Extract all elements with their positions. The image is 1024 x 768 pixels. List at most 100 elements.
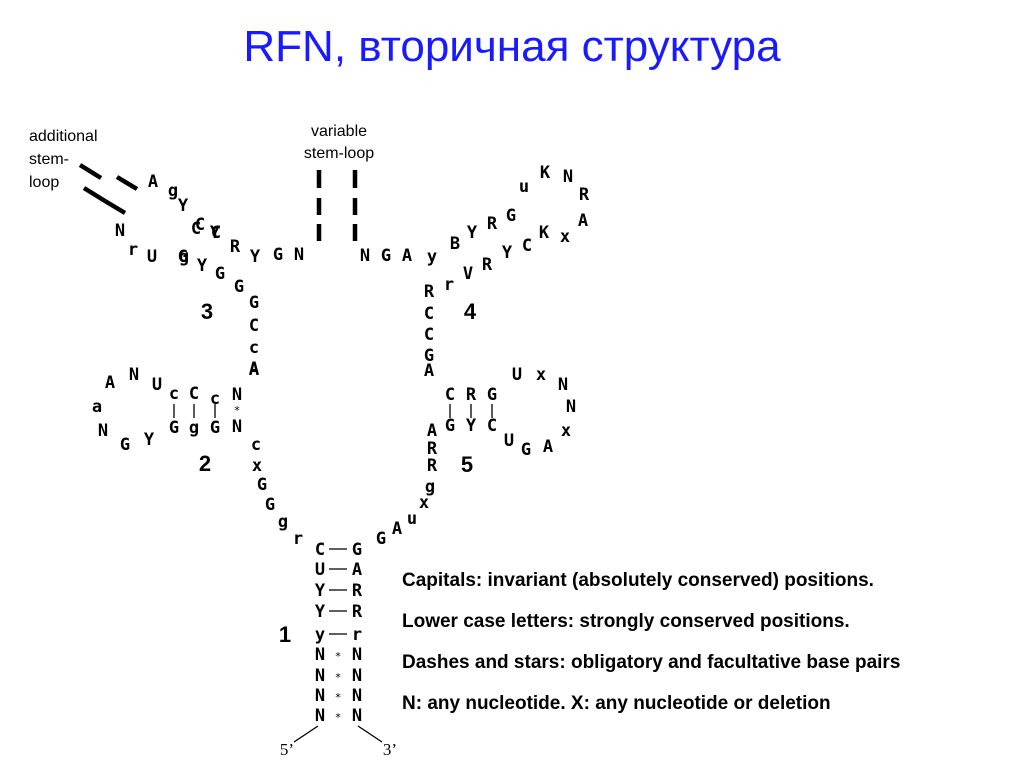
nucleotide: U (512, 365, 522, 385)
nucleotide: N (315, 686, 325, 706)
stem2-pair-star: * (234, 404, 241, 417)
nucleotide: c (249, 338, 259, 358)
nucleotide: Y (315, 581, 326, 601)
nucleotide: A (249, 360, 259, 380)
nucleotide: A (105, 373, 115, 393)
nucleotide: g (168, 181, 178, 201)
nucleotide: R (352, 581, 363, 601)
nucleotide: G (234, 277, 244, 297)
nucleotide: C (191, 219, 201, 239)
nucleotide: g (179, 247, 189, 267)
nucleotide: G (381, 246, 391, 266)
nucleotide: C (487, 416, 497, 436)
nucleotide: r (128, 240, 138, 260)
nucleotide: N (563, 167, 573, 187)
annotation-additional-stem-loop: additional stem- loop (29, 128, 98, 191)
nucleotide: G (487, 385, 497, 405)
nucleotide: K (539, 223, 550, 243)
nucleotide: G (178, 247, 188, 267)
nucleotide: N (352, 645, 362, 665)
svg-text:loop: loop (29, 174, 59, 191)
nucleotide: C (424, 304, 434, 324)
three-prime-end: 3’ (383, 740, 397, 759)
stem-number-1: 1 (279, 622, 291, 647)
stem-number-4: 4 (464, 299, 477, 324)
svg-text:*: * (335, 671, 342, 684)
stem2-pair-dashes (173, 404, 216, 418)
nucleotide: R (352, 602, 363, 622)
strand-ends (293, 725, 383, 743)
legend: Capitals: invariant (absolutely conserve… (402, 568, 900, 732)
annotation-variable-stem-loop: variable stem-loop (304, 123, 374, 162)
five-prime-end: 5’ (280, 740, 294, 759)
legend-line: Dashes and stars: obligatory and faculta… (402, 652, 901, 673)
nucleotide: C (424, 325, 434, 345)
page-title: RFN, вторичная структура (243, 22, 781, 71)
nucleotide: C (211, 223, 221, 243)
nucleotide: x (560, 227, 570, 247)
nucleotide: Y (466, 416, 477, 436)
stem-number-3: 3 (201, 299, 213, 324)
nucleotide: R (230, 237, 241, 257)
nucleotide: x (536, 365, 546, 385)
nucleotide: N (129, 365, 139, 385)
nucleotide: x (561, 421, 571, 441)
svg-text:stem-: stem- (29, 151, 69, 168)
nucleotide: N (315, 645, 325, 665)
nucleotide: N (115, 221, 125, 241)
nucleotide: r (444, 275, 454, 295)
nucleotide: N (98, 421, 108, 441)
svg-text:stem-loop: stem-loop (304, 145, 374, 162)
nucleotide: G (169, 418, 179, 438)
stem5-pair-dashes (449, 404, 493, 418)
nucleotide: G (352, 540, 362, 560)
nucleotide: G (257, 475, 267, 495)
stem1-pair-stars: * * * * (335, 650, 342, 724)
nucleotide: Y (250, 247, 261, 267)
nucleotide: A (249, 359, 259, 379)
nucleotide: N (232, 417, 242, 437)
nucleotide: g (189, 418, 199, 438)
nucleotide: R (427, 456, 438, 476)
nucleotide: U (152, 375, 162, 395)
nucleotide: G (215, 264, 225, 284)
nucleotide: y (427, 247, 437, 267)
nucleotide: Y (178, 196, 189, 216)
nucleotide: C (445, 385, 455, 405)
nucleotide: A (352, 560, 362, 580)
nucleotide: R (487, 214, 498, 234)
nucleotide: R (466, 385, 477, 405)
nucleotide: G (210, 418, 220, 438)
nucleotide: N (315, 706, 325, 726)
svg-text:additional: additional (29, 128, 98, 145)
nucleotide: A (392, 519, 402, 539)
nucleotide: a (92, 397, 102, 417)
variable-stem-loop-marks (316, 170, 358, 241)
nucleotide: N (566, 397, 576, 417)
nucleotide: N (315, 666, 325, 686)
nucleotide: r (293, 529, 303, 549)
nucleotide: U (315, 560, 325, 580)
nucleotide: A (427, 421, 437, 441)
nucleotide: A (578, 211, 588, 231)
nucleotide: r (352, 625, 362, 645)
legend-line: N: any nucleotide. X: any nucleotide or … (402, 693, 831, 714)
nucleotide: B (450, 234, 460, 254)
nucleotide: C (189, 384, 199, 404)
nucleotide: C (522, 236, 532, 256)
nucleotide: u (519, 177, 529, 197)
nucleotide: N (232, 385, 242, 405)
legend-line: Lower case letters: strongly conserved p… (402, 611, 850, 632)
nucleotide: Y (144, 430, 155, 450)
nucleotide: c (169, 384, 179, 404)
nucleotide: Y (502, 243, 513, 263)
nucleotide: c (251, 435, 261, 455)
nucleotide: Y (467, 223, 478, 243)
nucleotide: G (521, 440, 531, 460)
nucleotide: A (543, 437, 553, 457)
nucleotide: R (579, 185, 590, 205)
nucleotide: C (195, 215, 205, 235)
nucleotide: U (504, 431, 514, 451)
nucleotide: G (424, 346, 434, 366)
